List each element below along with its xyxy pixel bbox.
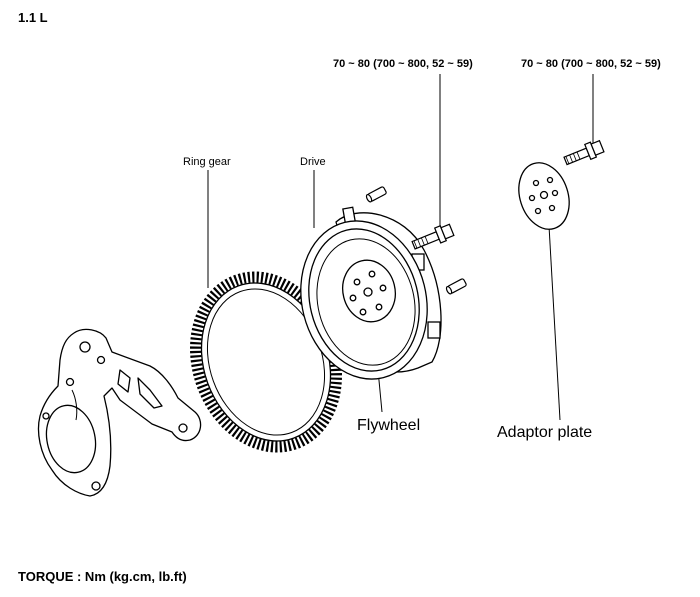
bolt-head <box>440 223 455 240</box>
dowel-pins <box>365 186 467 295</box>
adaptor-plate-hole <box>551 189 559 197</box>
adaptor-plate-hole <box>532 179 540 187</box>
flywheel-bolt-hole <box>349 294 357 302</box>
drive-plate-hole <box>42 412 50 420</box>
adaptor-plate-label: Adaptor plate <box>497 424 593 441</box>
flywheel-bolt-hole <box>379 284 387 292</box>
page-title: 1.1 L <box>18 10 48 25</box>
flywheel-lug <box>427 321 441 339</box>
flywheel-label: Flywheel <box>357 417 421 434</box>
flywheel-bolt <box>411 223 455 250</box>
flywheel-bolt-hole <box>368 270 376 278</box>
dowel-pin-lower <box>445 278 467 295</box>
drive-plate-slot <box>137 377 163 409</box>
drive-plate-hole <box>91 481 101 491</box>
adaptor-plate-hole <box>528 194 536 202</box>
flywheel-bolt-hole <box>353 278 361 286</box>
dowel-pin-upper <box>365 186 387 203</box>
torque-units-note: TORQUE : Nm (kg.cm, lb.ft) <box>18 569 187 584</box>
flywheel-bolt-hole <box>359 308 367 316</box>
drive-plate-center-hole <box>45 404 97 474</box>
bolt-thread <box>565 151 581 164</box>
adaptor-bolt-torque-label: 70 ~ 80 (700 ~ 800, 52 ~ 59) <box>521 58 661 70</box>
bolt-head <box>590 139 605 156</box>
adaptor-plate-hole <box>548 204 556 212</box>
bolt-thread <box>413 236 429 249</box>
flywheel-bolt-torque-label: 70 ~ 80 (700 ~ 800, 52 ~ 59) <box>333 58 473 70</box>
drive-plate-edge <box>71 389 78 421</box>
flywheel-bolt-hole <box>375 303 383 311</box>
drive-plate <box>37 328 202 497</box>
ring-gear-label: Ring gear <box>183 156 231 168</box>
flywheel-center-hole <box>363 287 373 297</box>
drive-label: Drive <box>300 156 326 168</box>
adaptor-plate-hole <box>534 207 542 215</box>
adaptor-plate-bolt <box>563 139 605 166</box>
flywheel <box>300 206 442 380</box>
adaptor-plate-hole <box>546 176 554 184</box>
drive-plate-hole <box>79 341 91 353</box>
drive-plate-hole <box>96 355 106 365</box>
drive-plate-hole <box>65 377 75 387</box>
drive-plate-hole <box>178 423 188 433</box>
adaptor-plate <box>518 162 570 230</box>
drive-plate-slot <box>117 369 131 393</box>
adaptor-plate-center-hole <box>539 190 549 200</box>
leader-adaptor-plate <box>547 207 561 421</box>
